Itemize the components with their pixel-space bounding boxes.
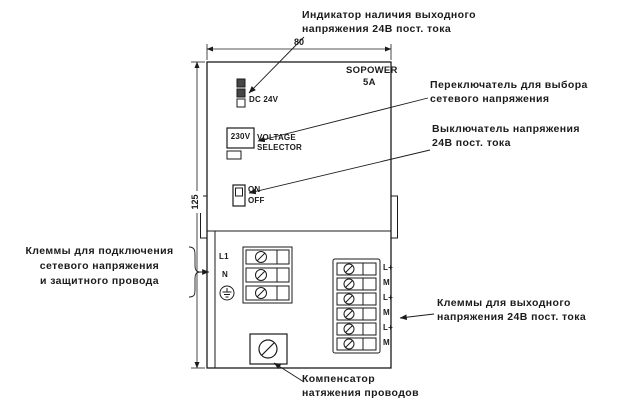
input-terminals-brace xyxy=(188,246,202,298)
input-terminal-label-l1: L1 xyxy=(219,252,229,261)
leader-selector xyxy=(257,97,429,143)
selector-label-line2: SELECTOR xyxy=(257,143,303,152)
dimension-height-value: 125 xyxy=(190,191,203,213)
selector-voltage-value: 230V xyxy=(230,132,251,141)
annotation-indicator-line2: напряжения 24В пост. тока xyxy=(302,23,452,35)
selector-label-line1: VOLTAGE xyxy=(257,133,296,142)
dimension-width xyxy=(206,44,392,60)
input-terminal-label-n: N xyxy=(222,270,228,279)
annotation-selector-line2: сетевого напряжения xyxy=(430,93,550,105)
output-terminal-label-1: L+ xyxy=(383,263,393,272)
leader-strain-relief xyxy=(273,362,305,383)
output-terminal-label-5: L+ xyxy=(383,323,393,332)
dimension-height xyxy=(191,61,205,369)
annotation-switch-line1: Выключатель напряжения xyxy=(432,123,580,135)
leader-indicator xyxy=(248,36,305,94)
switch-off-label: OFF xyxy=(248,196,265,205)
dimension-width-value: 80 xyxy=(293,37,304,47)
output-terminal-block xyxy=(332,258,381,354)
device-body xyxy=(200,61,398,369)
switch-on-label: ON xyxy=(248,185,261,194)
annotation-input-line3: и защитного провода xyxy=(40,275,159,287)
input-terminal-block xyxy=(242,246,293,304)
strain-relief-clamp xyxy=(249,333,288,365)
annotation-output-line1: Клеммы для выходного xyxy=(437,297,571,309)
device-brand: SOPOWER xyxy=(346,65,398,76)
annotation-indicator-line1: Индикатор наличия выходного xyxy=(302,9,476,21)
annotation-output-line2: напряжения 24В пост. тока xyxy=(437,311,587,323)
leader-lines xyxy=(188,36,435,383)
output-terminal-label-6: M xyxy=(383,338,390,347)
annotation-input-line2: сетевого напряжения xyxy=(39,260,160,272)
annotation-selector-line1: Переключатель для выбора xyxy=(430,79,588,91)
annotation-switch-line2: 24В пост. тока xyxy=(432,137,511,149)
ground-symbol xyxy=(219,285,235,301)
annotation-strain-line1: Компенсатор xyxy=(302,373,376,385)
led-indicator xyxy=(236,78,246,108)
annotation-strain-line2: натяжения проводов xyxy=(302,387,419,399)
leader-switch xyxy=(248,149,431,195)
led-label: DC 24V xyxy=(249,95,279,104)
annotation-input-line1: Клеммы для подключения xyxy=(25,245,174,257)
output-terminal-label-4: M xyxy=(383,308,390,317)
power-switch xyxy=(232,184,246,207)
output-terminal-label-2: M xyxy=(383,278,390,287)
voltage-selector xyxy=(226,127,255,160)
leader-output-terminals xyxy=(399,313,435,321)
device-model: 5A xyxy=(363,77,376,88)
output-terminal-label-3: L+ xyxy=(383,293,393,302)
